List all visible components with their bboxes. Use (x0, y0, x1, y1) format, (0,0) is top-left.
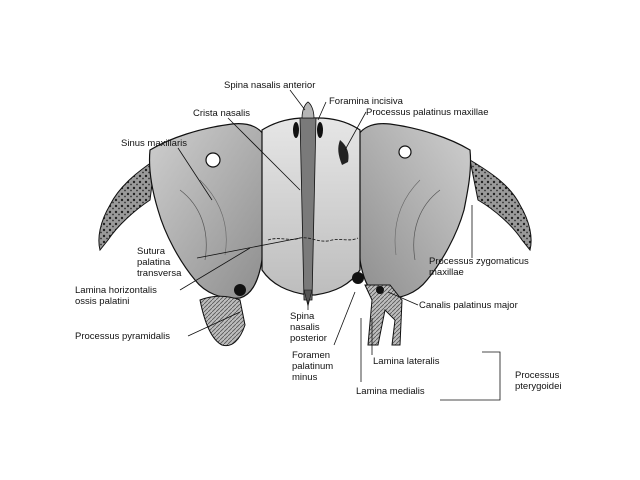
label-spina-nasalis-posterior: Spina nasalis posterior (290, 311, 327, 344)
proc-palatinus-shade (338, 140, 349, 165)
label-canalis-palatinus-major: Canalis palatinus major (419, 300, 518, 311)
left-zygomatic-wing (98, 158, 156, 252)
spina-nasalis-posterior-shape (303, 289, 313, 307)
label-sutura-palatina-transversa: Sutura palatina transversa (137, 246, 182, 279)
sinus-opening-right (398, 145, 412, 159)
right-pterygoid (364, 284, 403, 346)
left-pterygoid (199, 295, 246, 347)
right-zygomatic-wing (469, 158, 532, 252)
label-lamina-horizontalis: Lamina horizontalis ossis palatini (75, 285, 157, 307)
label-foramen-palatinum-minus: Foramen palatinum minus (292, 350, 334, 383)
spina-nasalis-anterior-shape (301, 101, 315, 119)
label-processus-pyramidalis: Processus pyramidalis (75, 331, 171, 342)
sutura-transversa-line (267, 237, 359, 242)
label-processus-pterygoidei: Processus pterygoidei (515, 370, 562, 392)
label-lamina-lateralis: Lamina lateralis (373, 356, 440, 367)
label-processus-palatinus-maxillae: Processus palatinus maxillae (366, 107, 489, 118)
leader-lines (177, 89, 501, 401)
left-maxilla (148, 123, 267, 299)
label-processus-zygomaticus-maxillae: Processus zygomaticus maxillae (429, 256, 529, 278)
sinus-opening-left (205, 152, 221, 168)
label-spina-nasalis-anterior: Spina nasalis anterior (224, 80, 316, 91)
foramen-incisivum-right (317, 122, 323, 138)
label-crista-nasalis: Crista nasalis (193, 108, 251, 119)
foramen-incisivum-left (293, 122, 299, 138)
label-sinus-maxillaris: Sinus maxillaris (121, 138, 187, 149)
label-foramina-incisiva: Foramina incisiva (329, 96, 403, 107)
label-lamina-medialis: Lamina medialis (356, 386, 425, 397)
